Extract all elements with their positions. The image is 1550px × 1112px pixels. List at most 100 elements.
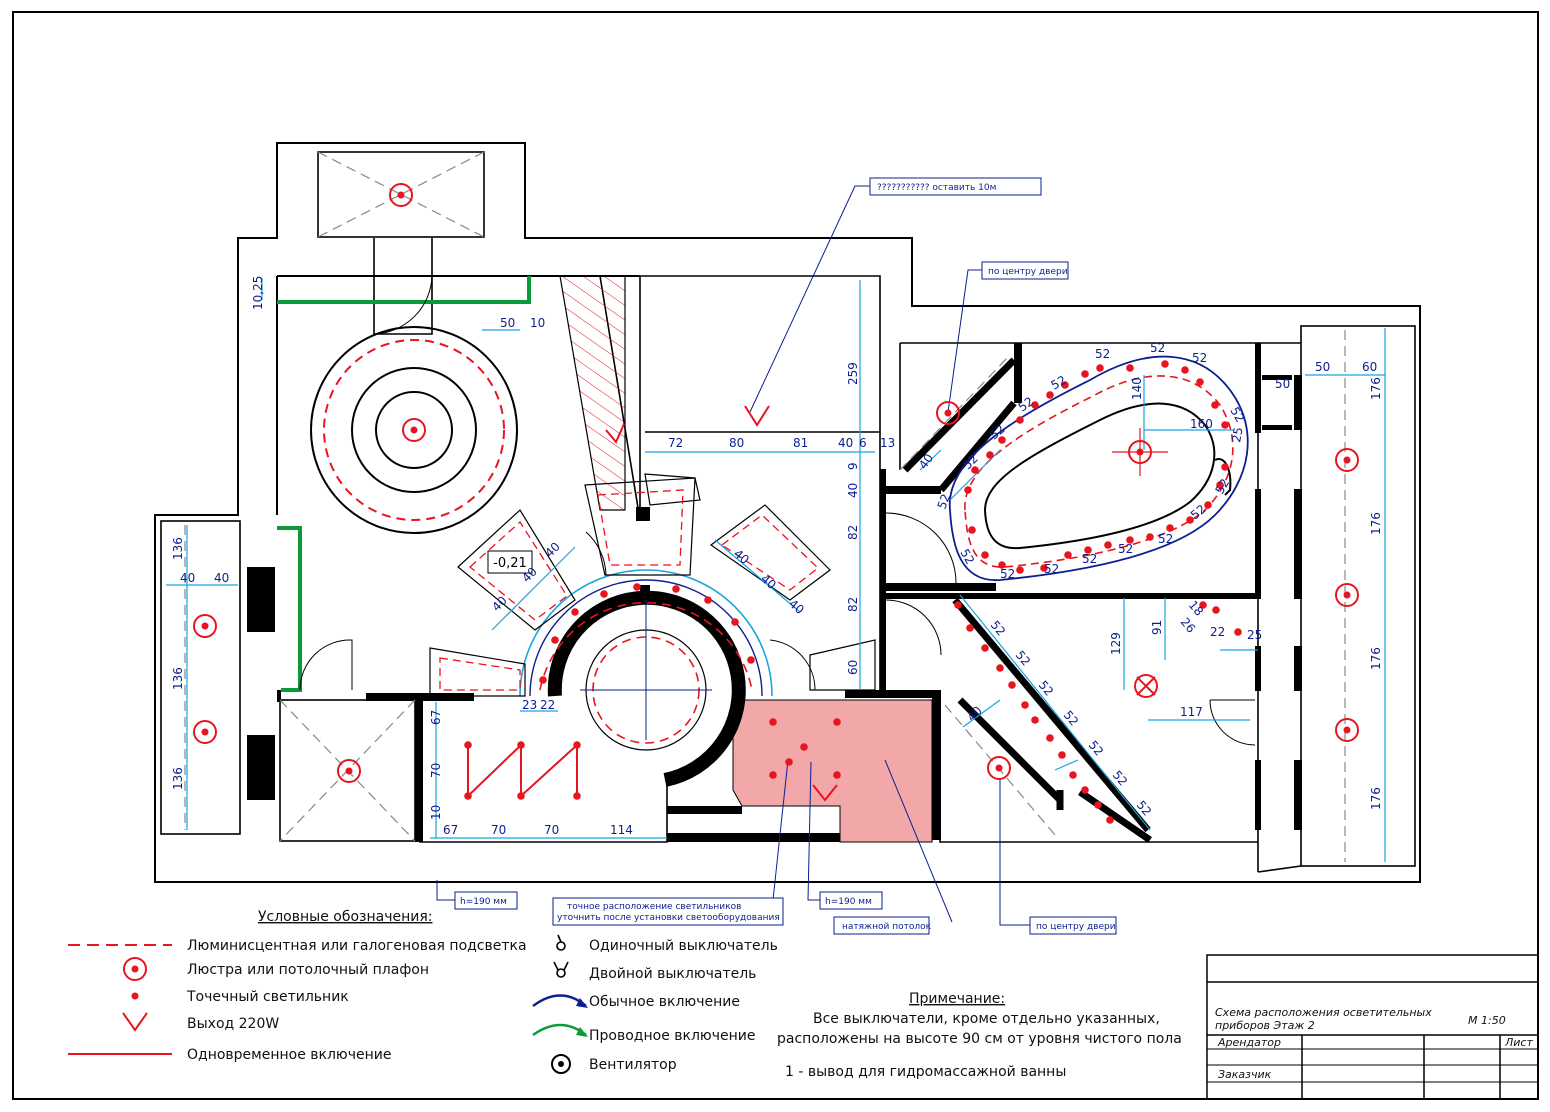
title-customer: Заказчик (1218, 1068, 1272, 1081)
legend-item-double-switch: Двойной выключатель (589, 966, 756, 982)
legend-item-spot: Точечный светильник (186, 989, 349, 1005)
svg-text:91: 91 (1150, 620, 1164, 635)
spot-light (1031, 716, 1039, 724)
single-switch-icon (556, 934, 566, 951)
level-mark: -0,21 (493, 556, 527, 571)
fan-symbol (1112, 428, 1168, 698)
note-line1: Все выключатели, кроме отдельно указанны… (813, 1011, 1160, 1027)
legend-spot-icon (131, 992, 139, 1000)
spot-light (1186, 516, 1194, 524)
spot-light (747, 656, 755, 664)
spot-light (968, 526, 976, 534)
svg-text:70: 70 (491, 823, 506, 837)
spot-light (1094, 801, 1102, 809)
svg-text:52: 52 (957, 547, 977, 567)
round-ceiling (310, 326, 518, 534)
callout-stretch-ceiling: натяжной потолок (842, 922, 932, 932)
svg-text:50: 50 (500, 316, 515, 330)
svg-text:52: 52 (1150, 341, 1165, 355)
spot-light (1046, 391, 1054, 399)
spot-light (1040, 564, 1048, 572)
svg-text:52: 52 (1000, 567, 1015, 581)
svg-text:129: 129 (1109, 632, 1123, 655)
title-line2: приборов Этаж 2 (1215, 1019, 1315, 1032)
svg-text:52: 52 (1118, 542, 1133, 556)
level-box (487, 550, 533, 574)
svg-text:52: 52 (1013, 648, 1034, 669)
door-swings (299, 275, 1256, 746)
callout-door-center-bottom: по центру двери (1036, 922, 1116, 932)
svg-text:25: 25 (1247, 628, 1262, 642)
svg-text:176: 176 (1369, 512, 1383, 535)
spot-light (704, 596, 712, 604)
spot-light (998, 561, 1006, 569)
spot-light (981, 551, 989, 559)
svg-text:70: 70 (429, 763, 443, 778)
title-tenant: Арендатор (1217, 1036, 1281, 1049)
svg-text:70: 70 (544, 823, 559, 837)
svg-text:82: 82 (846, 525, 860, 540)
thick-walls (247, 343, 1302, 842)
svg-text:10,25: 10,25 (251, 276, 265, 310)
legend: Условные обозначения: Люминисцентная или… (68, 909, 778, 1074)
svg-text:9: 9 (846, 462, 860, 470)
spot-light (971, 466, 979, 474)
double-switch-icon (553, 961, 569, 978)
title-block (1206, 954, 1539, 1100)
svg-text:52: 52 (1158, 532, 1173, 546)
svg-text:52: 52 (1049, 373, 1069, 393)
svg-text:52: 52 (935, 492, 953, 511)
spot-light (1008, 681, 1016, 689)
legend-item-halogen: Люминисцентная или галогеновая подсветка (187, 938, 527, 954)
spot-light (964, 486, 972, 494)
spot-light (1104, 541, 1112, 549)
stretch-ceiling-zone (732, 699, 933, 843)
svg-text:52: 52 (1044, 562, 1059, 576)
svg-text:40: 40 (489, 593, 510, 614)
spot-light (769, 718, 777, 726)
spot-light (986, 451, 994, 459)
spot-light (1016, 416, 1024, 424)
fan-icon (551, 1054, 571, 1074)
callout-exact-fixtures-1: точное расположение светильников (567, 902, 741, 912)
svg-text:52: 52 (1192, 351, 1207, 365)
spot-light (1096, 364, 1104, 372)
svg-text:6: 6 (859, 436, 867, 450)
legend-title: Условные обозначения: (258, 909, 432, 925)
callout-leaders (436, 185, 1030, 926)
wired-switch-lines (277, 276, 531, 692)
svg-text:23: 23 (522, 698, 537, 712)
outlet-220w (605, 405, 838, 802)
callout-door-center-top: по центру двери (988, 267, 1068, 277)
svg-text:10: 10 (530, 316, 545, 330)
stair-rotunda (519, 569, 773, 787)
svg-text:117: 117 (1180, 705, 1203, 719)
spot-light (551, 636, 559, 644)
svg-text:10: 10 (429, 805, 443, 820)
svg-text:67: 67 (443, 823, 458, 837)
spot-light (1061, 381, 1069, 389)
svg-text:52: 52 (1227, 405, 1247, 425)
legend-item-outlet: Выход 220W (187, 1016, 279, 1032)
spot-light (600, 590, 608, 598)
spot-light (1221, 421, 1229, 429)
stair-segments-dashed (439, 489, 819, 691)
svg-text:40: 40 (838, 436, 853, 450)
legend-item-wired-switching: Проводное включение (589, 1028, 755, 1044)
spot-light (1126, 536, 1134, 544)
spot-light (1221, 463, 1229, 471)
callout-leave-10m: ??????????? оставить 10м (877, 183, 996, 193)
spot-light (633, 583, 641, 591)
title-sheet: Лист (1504, 1036, 1533, 1049)
spot-light (1046, 734, 1054, 742)
jacuzzi-bath (949, 355, 1249, 581)
svg-text:52: 52 (1082, 552, 1097, 566)
callout-h190-left: h=190 мм (460, 897, 507, 907)
svg-text:140: 140 (1130, 377, 1144, 400)
spot-light (1216, 481, 1224, 489)
svg-text:72: 72 (668, 436, 683, 450)
dimension-labels: 10,25 50 10 259 72 80 81 40 6 13 9 40 82… (171, 276, 1383, 837)
spot-light (800, 743, 808, 751)
spot-light (1161, 360, 1169, 368)
svg-text:136: 136 (171, 667, 185, 690)
